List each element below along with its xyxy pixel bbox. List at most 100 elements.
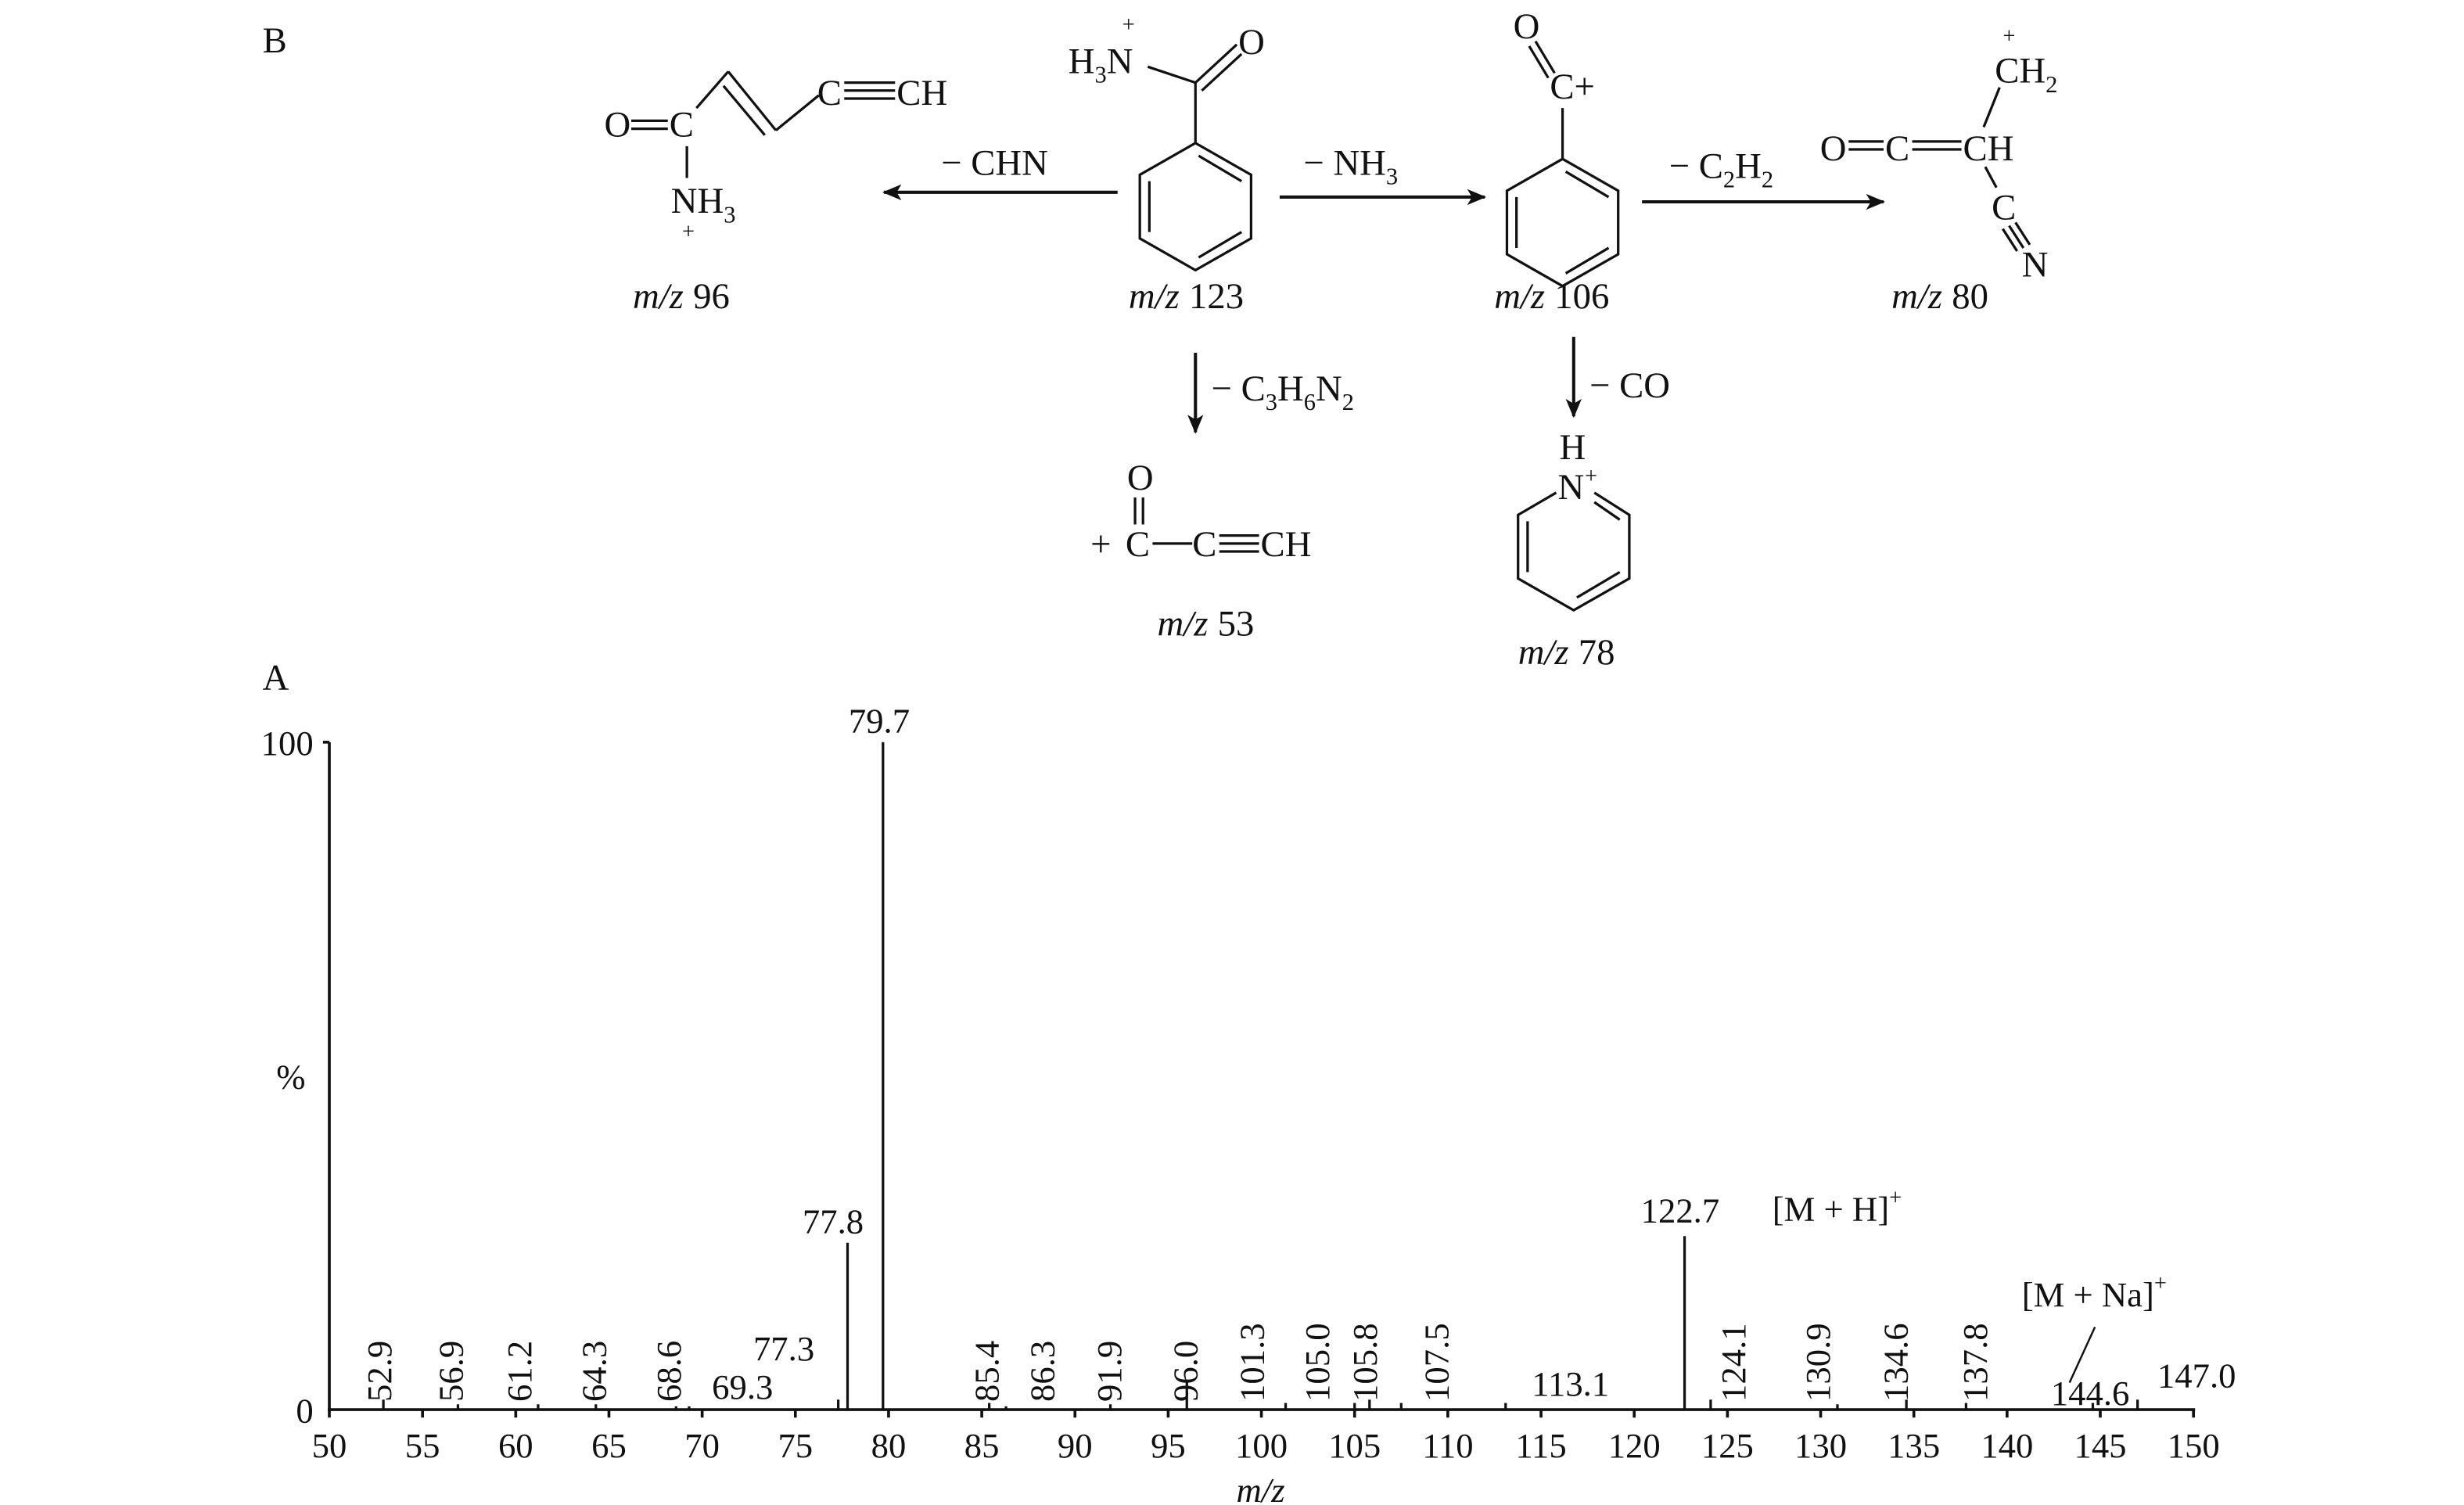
loss-c3h6n2-label: − C3H6N2 [1212,368,1354,415]
x-tick-label: 85 [964,1426,1000,1465]
peak-label: 105.8 [1345,1323,1385,1402]
x-tick-label: 90 [1058,1426,1093,1465]
charge-plus: + [2002,24,2015,48]
panel-label-a: A [263,658,289,699]
peak-label: 130.9 [1798,1323,1837,1402]
peak-label: 122.7 [1641,1191,1720,1230]
atom-o: O [1238,22,1265,63]
atom-o: O [1514,6,1540,47]
atom-c: C [670,105,694,145]
peak-label: 52.9 [360,1341,399,1402]
annotation-m-plus-na: [M + Na]+ [2022,1272,2167,1384]
x-tick-label: 135 [1888,1426,1940,1465]
x-tick-label: 105 [1328,1426,1381,1465]
y-tick-label-0: 0 [296,1391,313,1430]
atom-h3n: H3N [1069,41,1133,88]
svg-text:[M + H]+: [M + H]+ [1773,1186,1902,1228]
atom-o: O [1127,458,1154,498]
x-tick-label: 125 [1701,1426,1754,1465]
loss-c2h2-label: − C2H2 [1669,146,1773,193]
x-tick-label: 55 [405,1426,440,1465]
loss-chn-label: − CHN [941,142,1048,183]
x-tick-label: 75 [778,1426,813,1465]
peak-label: 124.1 [1714,1323,1753,1402]
peak-label: 86.3 [1022,1341,1061,1402]
annotation-text: [M + Na] [2022,1275,2154,1314]
peak-label: 107.5 [1417,1323,1456,1402]
y-tick-label-100: 100 [261,724,314,763]
x-tick-label: 65 [591,1426,627,1465]
atom-nh3: NH3 [671,181,736,228]
charge-plus: + [1090,524,1111,565]
peak-label: 134.6 [1876,1323,1915,1402]
peak-label: 137.8 [1956,1323,1995,1402]
atom-c2: C [817,73,842,113]
atom-c-plus: C+ [1550,66,1595,107]
x-tick-label: 60 [498,1426,533,1465]
peak-label: 96.0 [1166,1341,1205,1402]
svg-text:[M + Na]+: [M + Na]+ [2022,1272,2167,1314]
annotation-m-plus-h: [M + H]+ [1773,1186,1902,1228]
atom-o: O [604,105,630,145]
peak-label: 79.7 [849,702,910,741]
atom-c2: C [1192,524,1216,565]
peak-label: 91.9 [1090,1341,1129,1402]
atom-n: N [1557,467,1584,508]
y-axis-label: % [276,1058,305,1097]
peak-label: 105.0 [1298,1323,1337,1402]
charge-plus: + [682,220,695,244]
x-tick-label: 110 [1422,1426,1473,1465]
peaks [382,742,2139,1410]
x-tick-label: 145 [2074,1426,2126,1465]
atom-c: C [1126,524,1150,565]
annotation-text: [M + H] [1773,1189,1889,1228]
x-tick-label: 150 [2168,1426,2220,1465]
atom-ch: CH [896,73,947,113]
peak-label: 77.3 [753,1329,814,1368]
x-tick-label: 50 [312,1426,347,1465]
annotation-charge: + [2154,1272,2167,1296]
atom-o: O [1820,128,1847,169]
atom-h: H [1560,427,1586,468]
x-tick-label: 95 [1151,1426,1186,1465]
x-axis-label: m/z [1237,1471,1285,1505]
atom-n: N [2022,245,2049,286]
x-tick-label: 100 [1235,1426,1288,1465]
atom-c: C [1885,128,1909,169]
x-tick-label: 130 [1794,1426,1847,1465]
panel-label-b: B [263,20,287,61]
loss-nh3-label: − NH3 [1303,142,1398,189]
x-tick-label: 115 [1515,1426,1566,1465]
atom-ch: CH [1261,524,1312,565]
annotation-charge: + [1889,1186,1902,1210]
peak-label: 61.2 [500,1341,539,1402]
atom-ch2: CH2 [1995,51,2057,98]
peak-label: 113.1 [1532,1364,1609,1403]
loss-co-label: − CO [1589,365,1670,406]
peak-label: 85.4 [967,1341,1006,1402]
peak-label: 68.6 [649,1341,688,1402]
x-tick-label: 120 [1608,1426,1661,1465]
peak-label: 56.9 [432,1341,471,1402]
atom-c2: C [1992,187,2016,228]
atom-ch: CH [1963,128,2014,169]
x-tick-label: 140 [1981,1426,2033,1465]
peak-label: 77.8 [803,1202,864,1241]
peak-label: 144.6 [2051,1374,2130,1413]
x-tick-label: 80 [871,1426,907,1465]
